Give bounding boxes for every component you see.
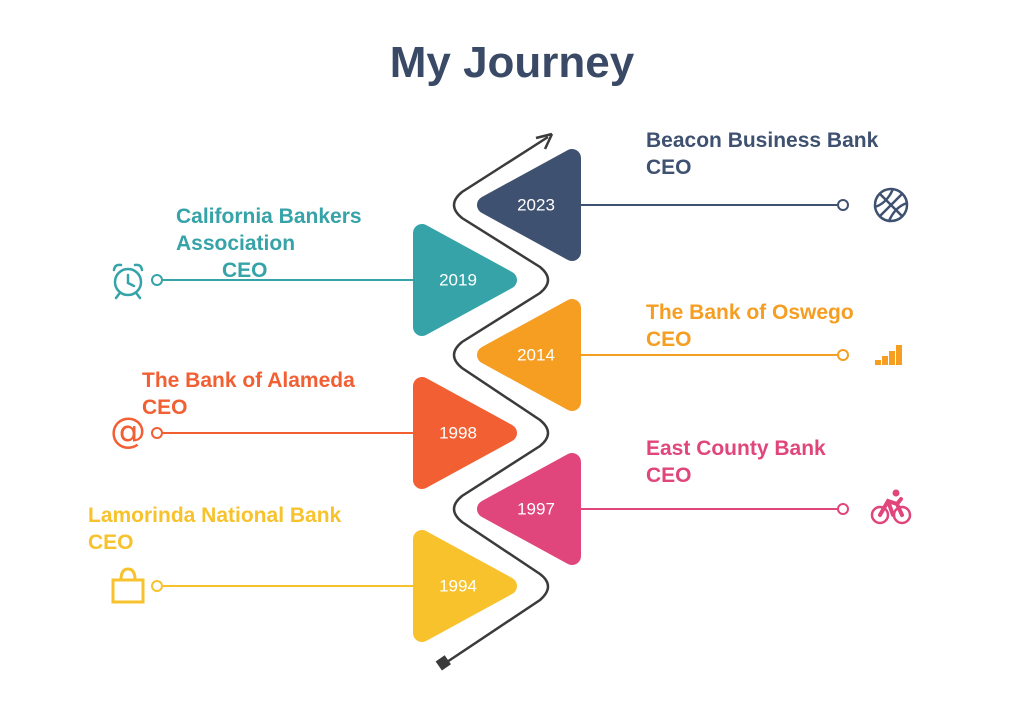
milestone-2023: 2023 [477,149,909,261]
milestone-1998: 1998 @ [110,377,517,489]
role-text: CEO [646,328,692,351]
timeline-path [443,135,550,666]
year-label: 2019 [439,270,477,289]
alarm-clock-icon [112,263,144,300]
shopping-bag-icon [111,567,145,604]
role-text: CEO [646,464,692,487]
year-label: 1998 [439,423,477,442]
milestone-1994: 1994 [111,530,517,642]
organization-name: Association [176,232,296,255]
signal-bars-icon [875,345,902,365]
milestone-2014: 2014 [477,299,902,411]
organization-name: Lamorinda National Bank [88,504,342,527]
role-text: CEO [142,396,188,419]
year-badge [477,299,581,411]
year-badge [413,530,517,642]
organization-name: California Bankers [176,205,362,228]
year-label: 1994 [439,576,477,595]
year-label: 1997 [517,499,555,518]
milestone-2019: 2019 [112,224,517,336]
connector-dot [151,580,163,592]
organization-name: East County Bank [646,437,826,460]
year-badge [413,377,517,489]
connector-dot [151,274,163,286]
svg-text:@: @ [110,411,146,452]
at-sign-icon: @ [110,411,146,452]
connector-dot [151,427,163,439]
role-text: CEO [646,156,692,179]
basketball-icon [873,187,909,223]
year-label: 2023 [517,195,555,214]
year-badge [477,453,581,565]
year-label: 2014 [517,345,555,364]
connector-dot [837,349,849,361]
role-text: CEO [88,531,134,554]
organization-name: Beacon Business Bank [646,129,879,152]
year-badge [413,224,517,336]
arrow-head-icon [535,132,554,150]
timeline-start-marker [435,655,451,671]
connector-dot [837,503,849,515]
milestone-1997: 1997 [477,453,912,565]
page-title: My Journey [389,38,635,87]
connector-dot [837,199,849,211]
organization-name: The Bank of Oswego [646,301,854,324]
year-badge [477,149,581,261]
role-text: CEO [222,259,268,282]
cyclist-icon [870,489,912,525]
organization-name: The Bank of Alameda [142,369,355,392]
